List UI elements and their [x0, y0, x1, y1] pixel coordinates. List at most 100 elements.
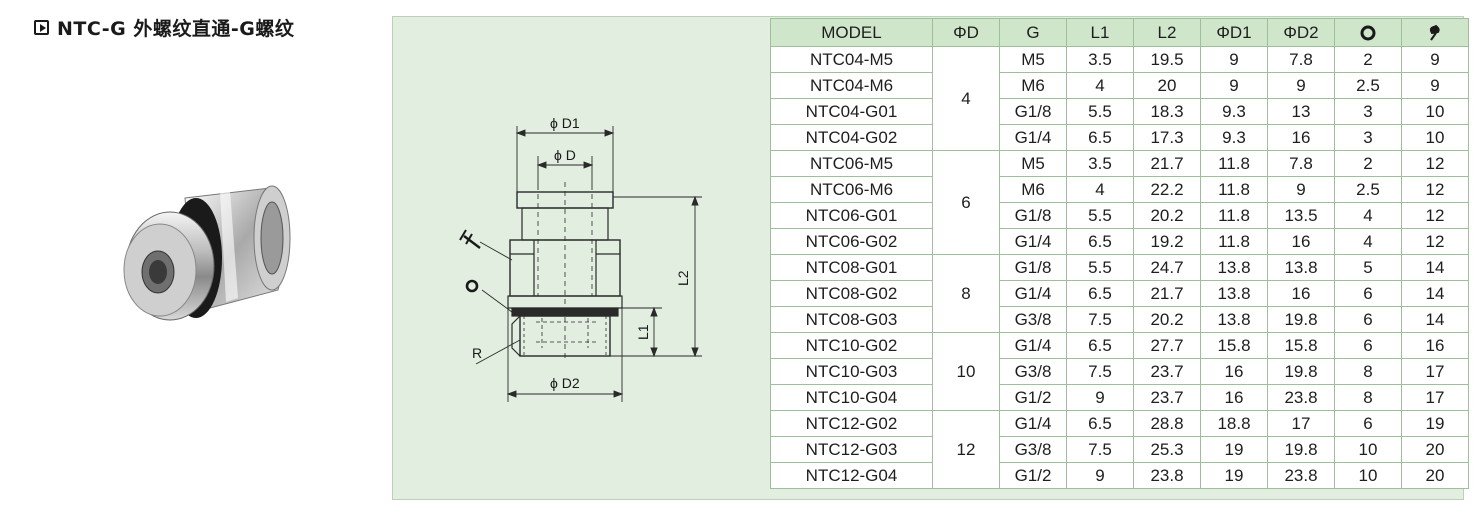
col-header-d: ΦD — [932, 18, 1000, 47]
cell-wrench: 14 — [1401, 306, 1469, 333]
label-l1: L1 — [635, 324, 651, 340]
cell-d2: 16 — [1267, 124, 1335, 151]
cell-l1: 4 — [1066, 176, 1134, 203]
cell-wrench: 12 — [1401, 228, 1469, 255]
cell-o-ring: 2.5 — [1334, 72, 1402, 99]
cell-wrench: 9 — [1401, 46, 1469, 73]
play-icon — [34, 20, 49, 35]
cell-l2: 23.7 — [1133, 358, 1201, 385]
cell-l2: 21.7 — [1133, 150, 1201, 177]
cell-d1: 15.8 — [1200, 332, 1268, 359]
cell-d1: 19 — [1200, 462, 1268, 489]
cell-wrench: 20 — [1401, 462, 1469, 489]
cell-l1: 6.5 — [1066, 228, 1134, 255]
table-header-row: MODEL ΦD G L1 L2 ΦD1 ΦD2 — [770, 18, 1469, 47]
cell-l2: 23.7 — [1133, 384, 1201, 411]
cell-l2: 28.8 — [1133, 410, 1201, 437]
cell-model: NTC08-G03 — [770, 306, 933, 333]
cell-l1: 3.5 — [1066, 150, 1134, 177]
cell-d1: 11.8 — [1200, 176, 1268, 203]
cell-o-ring: 8 — [1334, 384, 1402, 411]
cell-l1: 4 — [1066, 72, 1134, 99]
cell-l2: 17.3 — [1133, 124, 1201, 151]
cell-l1: 5.5 — [1066, 254, 1134, 281]
cell-o-ring: 2 — [1334, 150, 1402, 177]
cell-o-ring: 8 — [1334, 358, 1402, 385]
cell-o-ring: 3 — [1334, 124, 1402, 151]
cell-l2: 18.3 — [1133, 98, 1201, 125]
cell-thread: G1/4 — [999, 332, 1067, 359]
cell-model: NTC12-G04 — [770, 462, 933, 489]
cell-tube-diameter: 8 — [932, 254, 1000, 333]
cell-thread: M5 — [999, 46, 1067, 73]
cell-d2: 19.8 — [1267, 306, 1335, 333]
cell-d1: 16 — [1200, 384, 1268, 411]
cell-model: NTC04-M6 — [770, 72, 933, 99]
cell-model: NTC10-G03 — [770, 358, 933, 385]
cell-o-ring: 6 — [1334, 280, 1402, 307]
cell-l1: 9 — [1066, 462, 1134, 489]
cell-wrench: 12 — [1401, 176, 1469, 203]
cell-wrench: 14 — [1401, 254, 1469, 281]
cell-l2: 25.3 — [1133, 436, 1201, 463]
cell-d2: 15.8 — [1267, 332, 1335, 359]
label-l2: L2 — [675, 270, 691, 286]
cell-model: NTC10-G02 — [770, 332, 933, 359]
cell-l1: 3.5 — [1066, 46, 1134, 73]
cell-l2: 21.7 — [1133, 280, 1201, 307]
cell-d1: 18.8 — [1200, 410, 1268, 437]
label-d1: ϕ D1 — [550, 115, 580, 131]
col-header-d2: ΦD2 — [1267, 18, 1335, 47]
cell-l1: 7.5 — [1066, 306, 1134, 333]
cell-d2: 16 — [1267, 280, 1335, 307]
cell-d1: 9.3 — [1200, 124, 1268, 151]
cell-l2: 27.7 — [1133, 332, 1201, 359]
cell-d1: 13.8 — [1200, 254, 1268, 281]
wrench-icon — [1429, 24, 1440, 41]
cell-d2: 13.8 — [1267, 254, 1335, 281]
cell-tube-diameter: 6 — [932, 150, 1000, 255]
cell-d2: 13 — [1267, 98, 1335, 125]
cell-o-ring: 2.5 — [1334, 176, 1402, 203]
cell-l1: 6.5 — [1066, 410, 1134, 437]
col-header-l1: L1 — [1066, 18, 1134, 47]
cell-o-ring: 6 — [1334, 410, 1402, 437]
cell-thread: G1/4 — [999, 410, 1067, 437]
cell-o-ring: 10 — [1334, 436, 1402, 463]
label-r: R — [472, 345, 482, 361]
cell-l2: 20.2 — [1133, 202, 1201, 229]
cell-l2: 24.7 — [1133, 254, 1201, 281]
cell-o-ring: 4 — [1334, 228, 1402, 255]
cell-d1: 11.8 — [1200, 150, 1268, 177]
cell-model: NTC06-G02 — [770, 228, 933, 255]
cell-l2: 20.2 — [1133, 306, 1201, 333]
cell-l2: 19.5 — [1133, 46, 1201, 73]
o-ring-icon — [1360, 25, 1376, 41]
col-header-o-ring — [1334, 18, 1402, 47]
cell-model: NTC10-G04 — [770, 384, 933, 411]
col-header-model: MODEL — [770, 18, 933, 47]
cell-model: NTC04-G01 — [770, 98, 933, 125]
cell-o-ring: 2 — [1334, 46, 1402, 73]
cell-model: NTC06-M5 — [770, 150, 933, 177]
cell-tube-diameter: 10 — [932, 332, 1000, 411]
cell-thread: G1/4 — [999, 228, 1067, 255]
cell-thread: M6 — [999, 176, 1067, 203]
cell-l2: 23.8 — [1133, 462, 1201, 489]
cell-thread: G3/8 — [999, 306, 1067, 333]
product-heading: NTC-G 外螺纹直通-G螺纹 — [34, 14, 294, 41]
cell-o-ring: 6 — [1334, 332, 1402, 359]
cell-o-ring: 4 — [1334, 202, 1402, 229]
cell-wrench: 17 — [1401, 358, 1469, 385]
cell-d2: 23.8 — [1267, 384, 1335, 411]
